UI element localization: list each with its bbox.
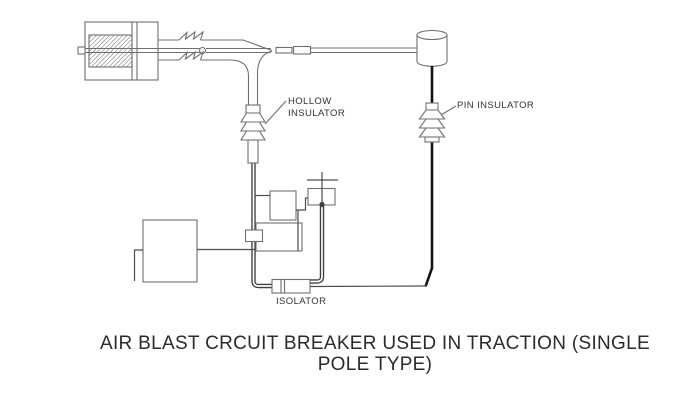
control-wires (197, 194, 308, 251)
contact-rod (85, 46, 271, 55)
spring-zigzag-bottom (178, 50, 205, 61)
pipe-flange (244, 229, 264, 243)
blast-duct (158, 30, 273, 106)
hollow-insulator-label: HOLLOW INSULATOR (288, 96, 345, 119)
down-pipe-left (251, 162, 272, 289)
link-connectors (275, 45, 417, 55)
spring-zigzag-top (178, 30, 205, 41)
pin-insulator-leader (440, 105, 457, 116)
hollow-insulator-symbol (240, 104, 266, 164)
valve-box-left (269, 190, 297, 221)
t-terminal (307, 172, 338, 208)
hollow-insulator-label-line2: INSULATOR (288, 107, 346, 119)
equipment-box-mid (255, 222, 303, 252)
hollow-insulator-leader (264, 100, 287, 125)
hollow-insulator-label-line1: HOLLOW (288, 96, 332, 107)
junction-dot (319, 201, 325, 208)
rod-end-stub (77, 46, 86, 55)
isolator-label: ISOLATOR (276, 296, 327, 307)
output-wire (309, 285, 428, 288)
diagram-title: AIR BLAST CRCUIT BREAKER USED IN TRACTIO… (70, 333, 680, 375)
breaker-head-assembly (77, 21, 417, 106)
diagram-title-line1: AIR BLAST CRCUIT BREAKER USED IN TRACTIO… (100, 333, 650, 354)
spring-hatch-block (88, 34, 133, 68)
equipment-box-bracket (133, 249, 143, 281)
pin-insulator-symbol (418, 102, 446, 143)
diagram-title-line2: POLE TYPE) (317, 353, 433, 375)
terminal-cylinder (416, 29, 448, 67)
pin-insulator-label: PIN INSULATOR (457, 100, 535, 111)
isolator-symbol (271, 278, 311, 294)
equipment-box-large (142, 219, 198, 283)
down-pipe-right (310, 205, 325, 284)
hv-conductor-line (424, 66, 434, 287)
